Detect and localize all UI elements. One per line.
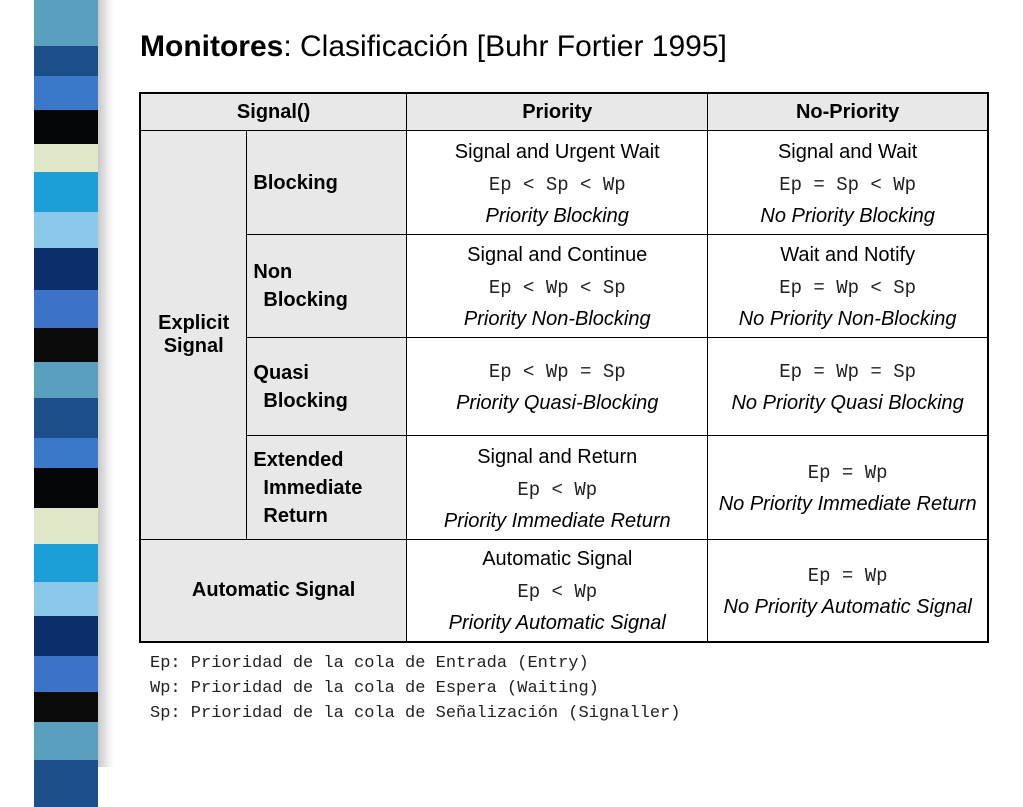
no-priority-cell: Signal and Wait Ep = Sp < Wp No Priority B… [707, 130, 989, 235]
strategy-name: Signal and Wait [777, 140, 918, 163]
strip-band [34, 760, 98, 807]
legend-wp: Wp: Prioridad de la cola de Espera (Wait… [150, 679, 599, 698]
priority-cell: Signal and Urgent Wait Ep < Sp < Wp Priori… [406, 130, 709, 235]
priority-order: Ep < Wp = Sp [488, 361, 626, 383]
priority-cell: Signal and Return Ep < Wp Priority Immedia… [406, 435, 709, 540]
slide-title: Monitores: Clasificación [Buhr Fortier 1… [140, 30, 727, 64]
row-label-line: Blocking [263, 289, 348, 311]
strip-band [34, 544, 98, 582]
header-row: Signal() Priority No-Priority [139, 92, 989, 131]
strategy-description: No Priority Automatic Signal [723, 595, 972, 618]
legend: Ep: Prioridad de la cola de Entrada (Ent… [150, 651, 681, 726]
strategy-description: Priority Non-Blocking [463, 308, 651, 330]
strip-band [34, 616, 98, 656]
strip-band [34, 722, 98, 760]
strategy-description: No Priority Blocking [760, 204, 935, 227]
strip-band [34, 144, 98, 172]
priority-order: Ep = Wp [807, 462, 888, 484]
strip-band [34, 362, 98, 398]
strip-band [34, 656, 98, 692]
strip-band [34, 46, 98, 76]
priority-order: Ep < Wp [517, 478, 598, 501]
row-label-line: Blocking [253, 171, 338, 194]
priority-order: Ep < Sp < Wp [488, 173, 626, 196]
strip-band [34, 212, 98, 248]
strategy-name: Signal and Urgent Wait [454, 140, 660, 163]
explicit-label-line: Explicit [158, 312, 230, 334]
strategy-description: Priority Automatic Signal [448, 612, 666, 635]
priority-order: Ep < Wp [517, 581, 598, 604]
strategy-description: No Priority Immediate Return [718, 493, 977, 515]
strip-band [34, 582, 98, 616]
header-no-priority: No-Priority [707, 92, 989, 131]
row-label-cell: Blocking [246, 130, 408, 235]
strip-band [34, 398, 98, 438]
priority-cell: Ep < Wp = Sp Priority Quasi-Blocking [406, 337, 709, 436]
decorative-strip [34, 0, 98, 807]
strip-band [34, 328, 98, 362]
row-label-line: Non [253, 261, 293, 283]
row-label-line: Immediate [263, 476, 363, 499]
strategy-name: Wait and Notify [780, 244, 916, 266]
strip-band [34, 508, 98, 544]
row-label-line: Extended [253, 448, 344, 471]
priority-cell: Automatic Signal Ep < Wp Priority Automati… [406, 539, 709, 642]
priority-order: Ep < Wp < Sp [488, 277, 626, 299]
row-label-line: Return [263, 504, 328, 527]
strip-shadow [98, 0, 114, 767]
header-priority: Priority [406, 92, 709, 131]
priority-order: Ep = Sp < Wp [779, 173, 917, 196]
strip-band [34, 172, 98, 212]
title-rest: : Clasificación [Buhr Fortier 1995] [283, 30, 727, 63]
strip-band [34, 438, 98, 468]
strategy-name: Signal and Continue [467, 244, 648, 266]
legend-sp: Sp: Prioridad de la cola de Señalización… [150, 704, 681, 723]
strategy-description: No Priority Non-Blocking [738, 308, 957, 330]
row-label-line: Blocking [263, 389, 348, 412]
no-priority-cell: Ep = Wp No Priority Automatic Signal [707, 539, 989, 642]
legend-ep: Ep: Prioridad de la cola de Entrada (Ent… [150, 654, 589, 673]
strip-band [34, 110, 98, 144]
strategy-description: Priority Quasi-Blocking [456, 392, 659, 414]
no-priority-cell: Wait and Notify Ep = Wp < Sp No Priority N… [707, 234, 989, 338]
priority-cell: Signal and Continue Ep < Wp < Sp Priority … [406, 234, 709, 338]
strategy-name: Signal and Return [477, 445, 638, 468]
title-bold: Monitores [140, 30, 284, 63]
strategy-description: No Priority Quasi Blocking [731, 392, 964, 414]
strip-band [34, 76, 98, 110]
strip-band [34, 0, 98, 46]
strip-band [34, 468, 98, 508]
header-signal: Signal() [139, 92, 408, 131]
strip-band [34, 692, 98, 722]
no-priority-cell: Ep = Wp = Sp No Priority Quasi Blocking [707, 337, 989, 436]
strip-band [34, 290, 98, 328]
priority-order: Ep = Wp [807, 564, 888, 587]
no-priority-cell: Ep = Wp No Priority Immediate Return [707, 435, 989, 540]
explicit-label-line: Signal [163, 335, 224, 357]
strategy-name: Automatic Signal [482, 548, 633, 571]
strip-band [34, 248, 98, 290]
row-label-line: Quasi [253, 361, 309, 384]
automatic-signal-cell: Automatic Signal [139, 539, 408, 642]
table-row: Automatic Signal Automatic Signal Ep < Wp P… [139, 539, 989, 642]
strategy-description: Priority Blocking [485, 204, 629, 227]
priority-order: Ep = Wp < Sp [779, 277, 917, 299]
strategy-description: Priority Immediate Return [443, 509, 671, 532]
priority-order: Ep = Wp = Sp [779, 361, 917, 383]
